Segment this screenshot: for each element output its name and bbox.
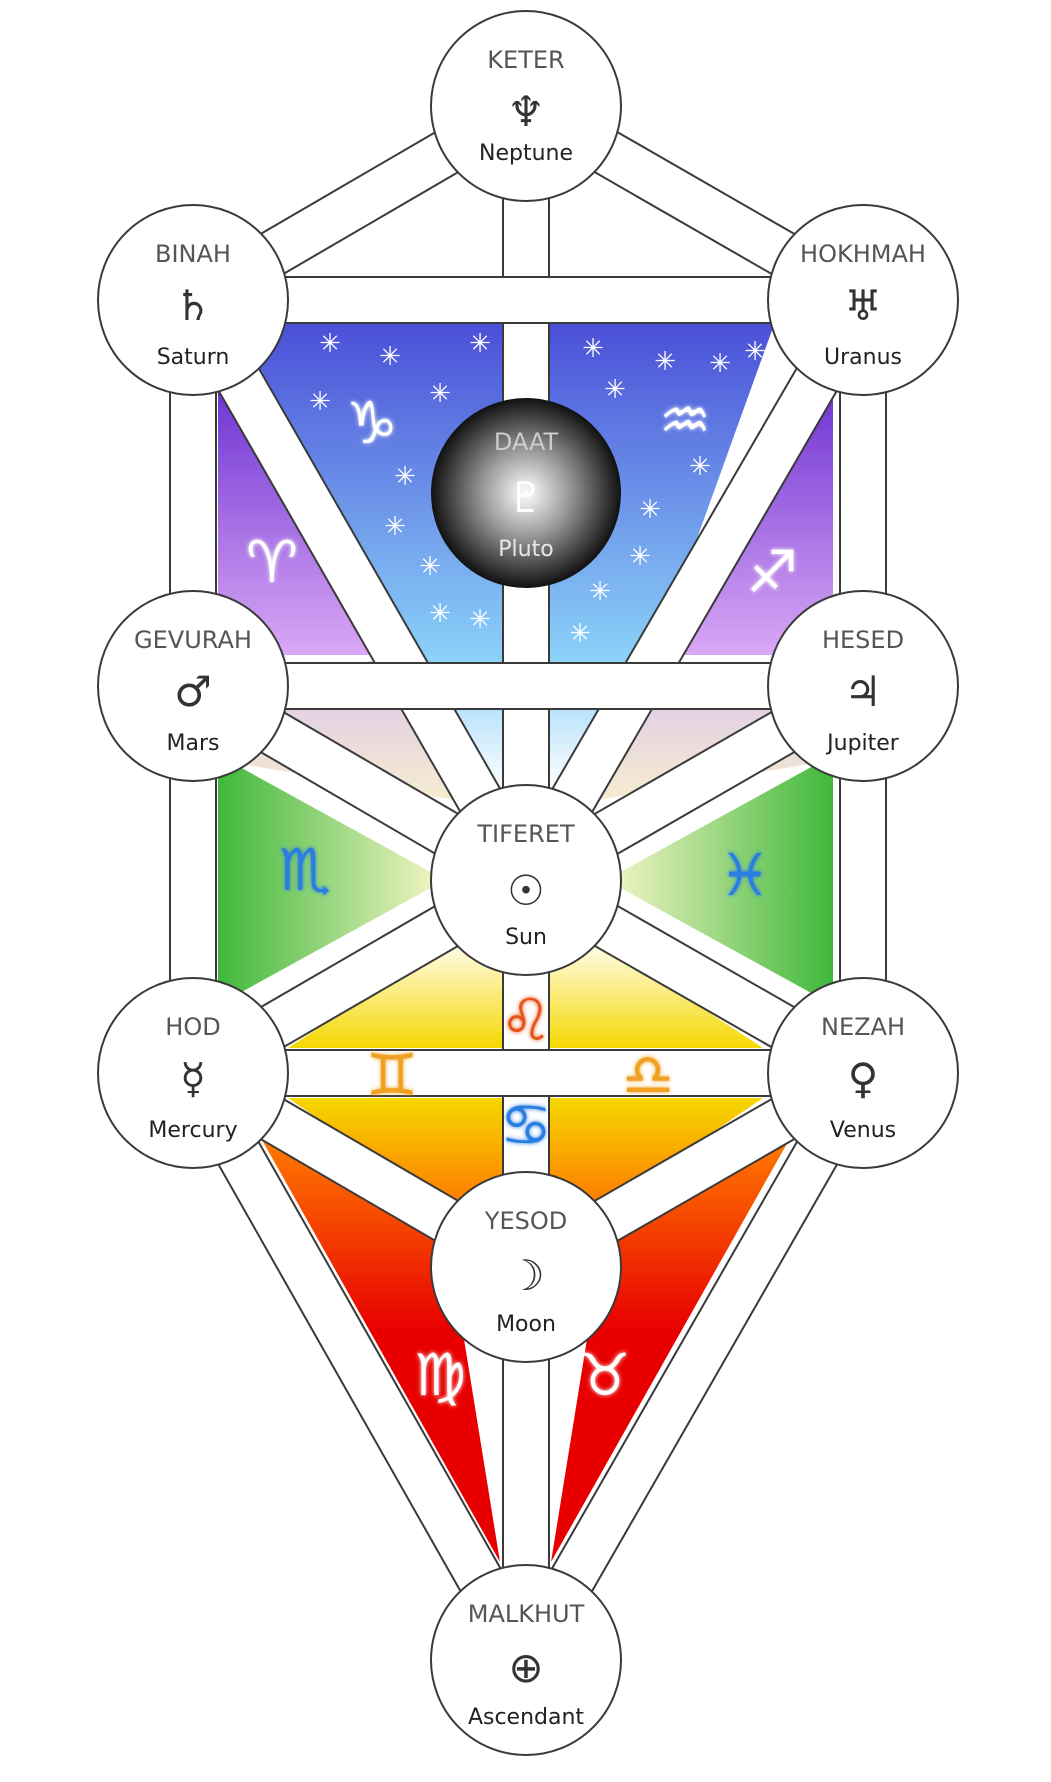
star-icon: ✳ (319, 329, 341, 359)
capricorn-glyph: ♑ (346, 389, 398, 457)
node-yesod-title: YESOD (484, 1207, 567, 1235)
star-icon: ✳ (429, 599, 451, 629)
node-binah-planet: Saturn (157, 345, 230, 370)
node-nezah: NEZAH ♀ Venus (767, 977, 959, 1169)
path-gevurah-hesed (192, 662, 864, 710)
star-icon: ✳ (469, 605, 491, 635)
node-hod: HOD ☿ Mercury (97, 977, 289, 1169)
node-keter-title: KETER (487, 46, 564, 74)
star-icon: ✳ (309, 387, 331, 417)
node-daat-planet: Pluto (498, 537, 553, 562)
right-green-panel (606, 755, 833, 1005)
node-yesod: YESOD ☽ Moon (430, 1171, 622, 1363)
pluto-icon: ♇ (507, 473, 545, 522)
path-binah-hokhmah (192, 276, 864, 324)
stars-layer: ✳✳✳✳✳✳✳✳✳✳✳✳✳✳✳✳✳✳✳✳✳✳ (309, 329, 766, 649)
scorpio-glyph: ♏ (279, 836, 331, 904)
neptune-icon: ♆ (507, 87, 545, 136)
node-tiferet-title: TIFERET (476, 820, 575, 848)
gemini-glyph: ♊ (366, 1041, 418, 1109)
saturn-icon: ♄ (174, 281, 212, 330)
aquarius-glyph: ♒ (659, 386, 711, 454)
node-gevurah-planet: Mars (167, 731, 220, 756)
taurus-glyph: ♉ (579, 1341, 631, 1409)
node-gevurah: GEVURAH ♂ Mars (97, 590, 289, 782)
node-hokhmah-planet: Uranus (824, 345, 902, 370)
star-icon: ✳ (604, 375, 626, 405)
daat-sphere (431, 398, 621, 588)
star-icon: ✳ (569, 619, 591, 649)
libra-glyph: ♎ (622, 1041, 674, 1109)
node-yesod-planet: Moon (496, 1312, 556, 1337)
star-icon: ✳ (429, 379, 451, 409)
star-icon: ✳ (709, 349, 731, 379)
node-tiferet-planet: Sun (505, 925, 547, 950)
node-hokhmah: HOKHMAH ♅ Uranus (767, 204, 959, 396)
node-malkhut: MALKHUT ⊕ Ascendant (430, 1564, 622, 1756)
star-icon: ✳ (384, 512, 406, 542)
node-gevurah-title: GEVURAH (134, 626, 252, 654)
node-daat: DAAT ♇ Pluto (431, 398, 621, 588)
star-icon: ✳ (469, 329, 491, 359)
star-icon: ✳ (419, 552, 441, 582)
left-green-panel (218, 755, 445, 1005)
star-icon: ✳ (744, 337, 766, 367)
star-icon: ✳ (639, 495, 661, 525)
node-malkhut-title: MALKHUT (468, 1600, 585, 1628)
node-hod-title: HOD (165, 1013, 220, 1041)
node-nezah-title: NEZAH (821, 1013, 905, 1041)
node-hod-planet: Mercury (148, 1118, 237, 1143)
virgo-glyph: ♍ (414, 1341, 466, 1409)
star-icon: ✳ (379, 342, 401, 372)
star-icon: ✳ (589, 577, 611, 607)
path-hod-nezah (192, 1049, 864, 1097)
star-icon: ✳ (394, 462, 416, 492)
node-nezah-planet: Venus (830, 1118, 896, 1143)
sun-icon: ☉ (507, 866, 545, 915)
leo-glyph: ♌ (500, 986, 552, 1054)
node-binah: BINAH ♄ Saturn (97, 204, 289, 396)
aries-glyph: ♈ (246, 528, 298, 596)
pisces-glyph: ♓ (719, 841, 771, 909)
uranus-icon: ♅ (844, 281, 882, 330)
cancer-glyph: ♋ (500, 1091, 552, 1159)
earth-icon: ⊕ (508, 1643, 543, 1692)
node-hesed-title: HESED (822, 626, 904, 654)
jupiter-icon: ♃ (844, 667, 882, 716)
node-tiferet: TIFERET ☉ Sun (430, 784, 622, 976)
node-keter: KETER ♆ Neptune (430, 10, 622, 202)
star-icon: ✳ (654, 347, 676, 377)
star-icon: ✳ (689, 452, 711, 482)
node-hesed: HESED ♃ Jupiter (767, 590, 959, 782)
mercury-icon: ☿ (180, 1054, 206, 1103)
node-malkhut-planet: Ascendant (468, 1705, 584, 1730)
node-binah-title: BINAH (155, 240, 231, 268)
node-keter-planet: Neptune (479, 141, 573, 166)
sagittarius-glyph: ♐ (746, 538, 798, 606)
star-icon: ✳ (582, 334, 604, 364)
zodiac-layer: ♑ ♒ ♈ ♐ ♏ ♓ ♌ ♊ ♎ ♋ ♍ ♉ (246, 386, 798, 1409)
node-hokhmah-title: HOKHMAH (800, 240, 926, 268)
node-daat-title: DAAT (494, 428, 559, 456)
moon-icon: ☽ (507, 1251, 545, 1300)
mars-icon: ♂ (174, 667, 212, 716)
node-hesed-planet: Jupiter (825, 731, 900, 756)
venus-icon: ♀ (848, 1054, 879, 1103)
star-icon: ✳ (629, 542, 651, 572)
